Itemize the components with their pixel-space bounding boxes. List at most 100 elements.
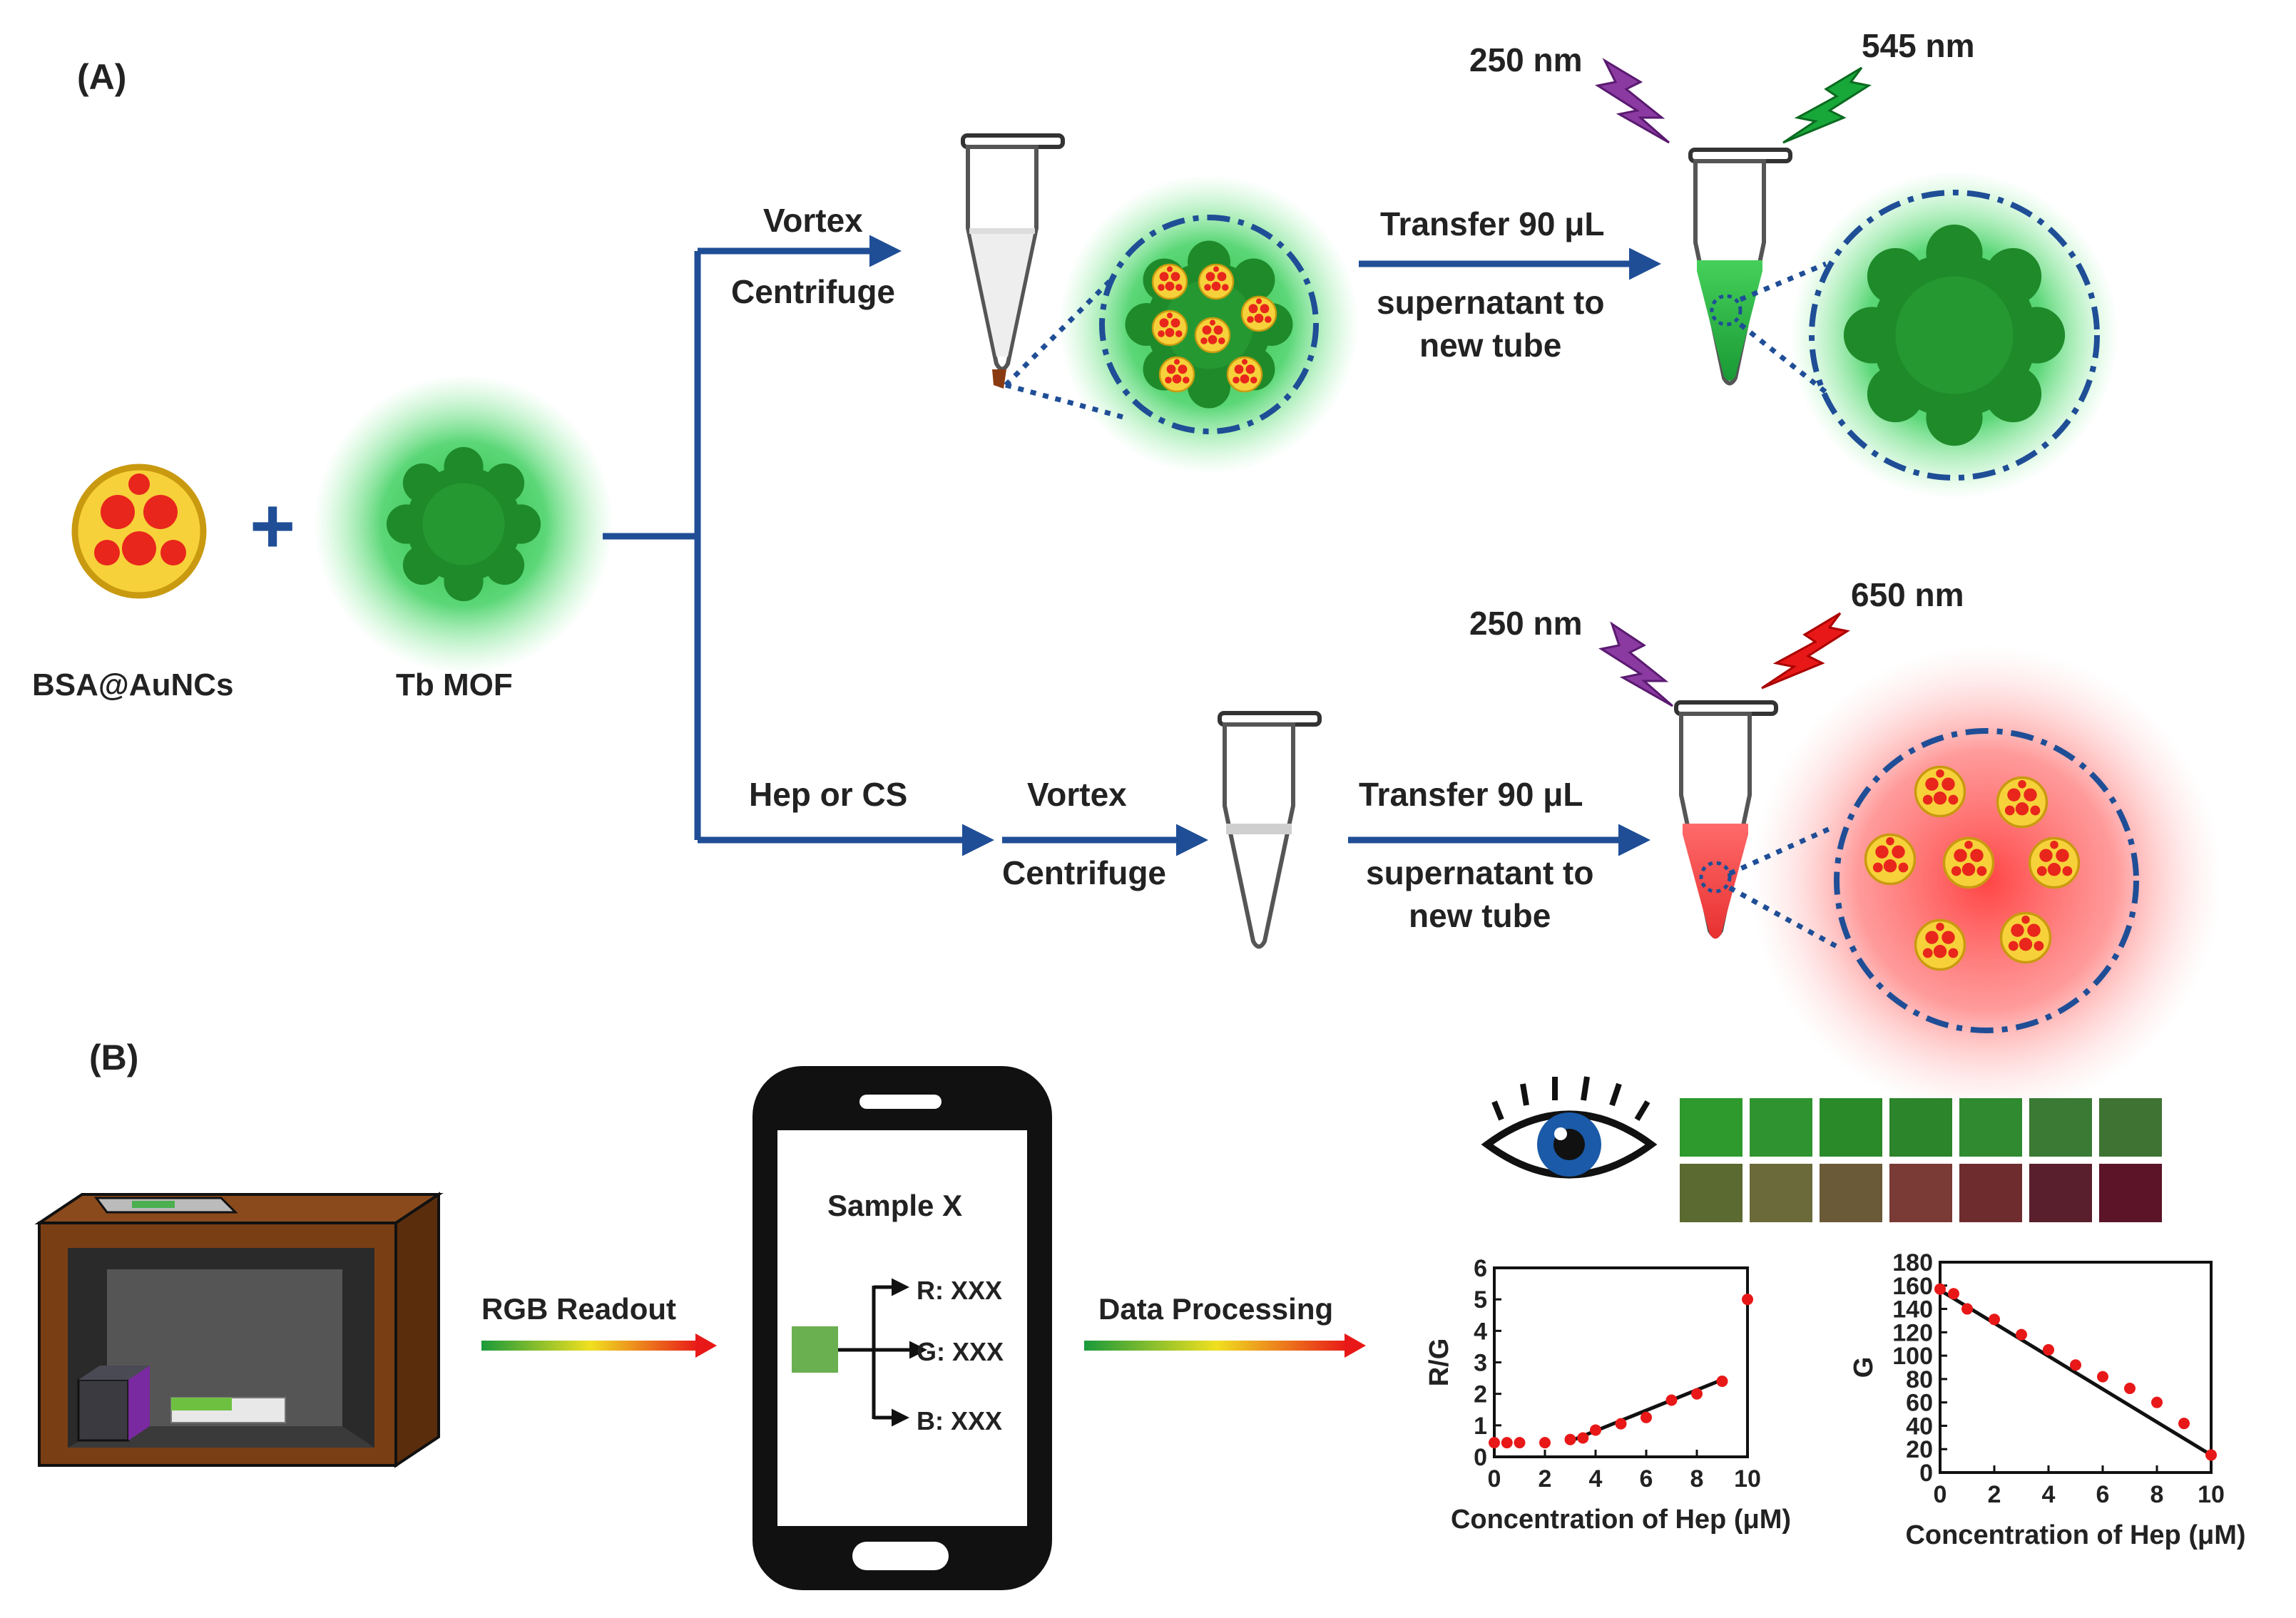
top-tube-pellet [963, 135, 1063, 389]
y-tick-label: 4 [1474, 1318, 1487, 1345]
data-point [1514, 1437, 1526, 1449]
swatch-bottom-4 [1959, 1164, 2022, 1222]
top-emission-bolt-icon [1782, 66, 1872, 144]
y-axis-label: R/G [1424, 1338, 1454, 1387]
top-zoom-circle [1099, 215, 1319, 434]
data-point [1577, 1432, 1589, 1444]
phone-sample-label: Sample X [827, 1189, 962, 1222]
swatch-top-2 [1820, 1098, 1882, 1157]
data-point [2043, 1343, 2054, 1356]
data-processing-arrow-bar [1084, 1341, 1348, 1351]
data-point [2070, 1359, 2081, 1371]
data-point [1665, 1394, 1678, 1406]
data-point [1742, 1294, 1753, 1306]
rgb-readout-arrow-bar [481, 1341, 699, 1351]
top-transfer-line1: Transfer 90 μL [1380, 205, 1605, 242]
panel-b-label: (B) [89, 1038, 138, 1077]
data-point [1961, 1303, 1973, 1315]
eye-icon [1481, 1076, 1658, 1179]
data-point [1716, 1376, 1728, 1387]
data-point [1641, 1411, 1652, 1423]
phone-r-value: R: XXX [917, 1276, 1002, 1305]
y-tick-label: 40 [1906, 1413, 1933, 1440]
phone-g-value: G: XXX [917, 1337, 1004, 1366]
data-point [2205, 1449, 2217, 1461]
data-point [1948, 1288, 1959, 1300]
top-transfer-line2: supernatant to [1377, 284, 1604, 321]
y-tick-label: 120 [1892, 1319, 1933, 1346]
bottom-emission-zoom-lines [1728, 824, 1842, 951]
bottom-excitation-label: 250 nm [1469, 605, 1583, 642]
plot-frame [1939, 1261, 2213, 1474]
y-tick-label: 80 [1906, 1366, 1933, 1393]
swatch-top-0 [1680, 1098, 1743, 1157]
swatch-top-6 [2099, 1098, 2162, 1157]
swatch-bottom-3 [1889, 1164, 1952, 1222]
y-tick-label: 20 [1906, 1436, 1933, 1463]
top-transfer-line3: new tube [1419, 327, 1561, 364]
phone-b-value: B: XXX [917, 1406, 1002, 1435]
swatch-bottom-2 [1820, 1164, 1882, 1222]
x-axis-label: Concentration of Hep (μM) [1451, 1505, 1791, 1535]
data-processing-label: Data Processing [1098, 1292, 1333, 1326]
top-emission-mof-icon [1843, 224, 2066, 446]
x-tick-label: 2 [1988, 1481, 2001, 1508]
y-tick-label: 160 [1892, 1273, 1933, 1300]
rgb-readout-label: RGB Readout [481, 1292, 676, 1326]
rgb-readout-arrow-head [695, 1333, 717, 1358]
top-step1-centrifuge: Centrifuge [731, 273, 895, 310]
data-point [1539, 1437, 1551, 1449]
plus-sign: + [250, 482, 295, 570]
data-point [2151, 1396, 2163, 1408]
y-tick-label: 60 [1906, 1390, 1933, 1417]
bottom-red-tube [1676, 702, 1776, 939]
swatch-bottom-1 [1750, 1164, 1812, 1222]
top-emission-zoom-lines [1738, 261, 1828, 394]
top-excitation-label: 250 nm [1469, 41, 1583, 78]
data-point [2016, 1328, 2027, 1341]
swatch-top-3 [1889, 1098, 1952, 1157]
x-axis-label: Concentration of Hep (μM) [1905, 1520, 2245, 1550]
y-tick-label: 100 [1892, 1343, 1933, 1370]
swatch-bottom-6 [2099, 1164, 2162, 1222]
bottom-step1-vortex: Vortex [1027, 776, 1127, 813]
data-point [1691, 1388, 1703, 1400]
x-tick-label: 10 [1734, 1465, 1761, 1492]
swatch-bottom-0 [1680, 1164, 1743, 1222]
x-tick-label: 10 [2198, 1481, 2225, 1508]
smartphone-icon [752, 1066, 1052, 1590]
x-tick-label: 4 [1589, 1465, 1603, 1492]
data-point [1615, 1418, 1627, 1430]
panel-a-label: (A) [77, 57, 126, 97]
swatch-top-5 [2029, 1098, 2092, 1157]
fit-line [1939, 1289, 2213, 1457]
branch-connector [603, 235, 994, 856]
bottom-transfer-line3: new tube [1409, 897, 1551, 934]
data-point [1989, 1314, 2000, 1326]
data-point [1590, 1424, 1601, 1436]
y-axis-label: G [1849, 1357, 1879, 1378]
x-tick-label: 0 [1488, 1465, 1501, 1492]
top-step1-vortex: Vortex [763, 202, 863, 239]
x-tick-label: 4 [2042, 1481, 2056, 1508]
x-tick-label: 6 [1640, 1465, 1653, 1492]
bottom-step1-centrifuge: Centrifuge [1002, 854, 1166, 891]
data-point [1501, 1437, 1513, 1449]
data-point [2178, 1418, 2190, 1430]
data-point [1934, 1283, 1946, 1295]
mof-label: Tb MOF [396, 667, 513, 702]
swatch-bottom-5 [2029, 1164, 2092, 1222]
top-emission-zoom-circle [1809, 190, 2100, 481]
y-tick-label: 0 [1919, 1460, 1933, 1487]
data-point [1564, 1433, 1576, 1445]
aunc-cluster-icon [75, 467, 203, 595]
bottom-transfer-line2: supernatant to [1366, 854, 1593, 891]
y-tick-label: 3 [1474, 1350, 1487, 1377]
y-tick-label: 0 [1474, 1444, 1487, 1471]
x-tick-label: 2 [1539, 1465, 1552, 1492]
y-tick-label: 140 [1892, 1296, 1933, 1323]
bottom-excitation-bolt-icon [1598, 621, 1673, 707]
